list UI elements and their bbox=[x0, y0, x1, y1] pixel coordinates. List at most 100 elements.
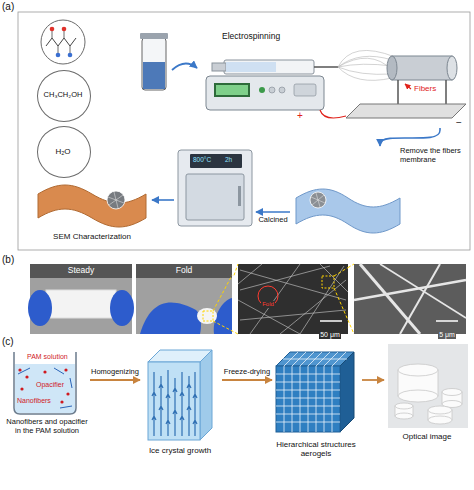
edge-label: Homogenizing bbox=[91, 368, 139, 377]
fold-photo bbox=[136, 264, 238, 334]
fiber-membrane-sheet bbox=[311, 193, 325, 207]
molecule-circle: CH₃CH₂OH bbox=[37, 70, 91, 122]
photo-panel: Steady bbox=[30, 264, 134, 334]
fiber-membrane-sheet bbox=[310, 192, 326, 208]
furnace-body bbox=[178, 150, 252, 226]
panel-letter: (b) bbox=[2, 254, 14, 266]
fiber-jet bbox=[338, 50, 395, 67]
step-caption: Hierarchical structures aerogels bbox=[272, 440, 360, 458]
text-slot: Remove the fibers membrane bbox=[400, 147, 466, 164]
fiber-membrane: Remove the fibers membrane bbox=[290, 146, 468, 246]
step-caption: Nanofibers and opacifier in the PAM solu… bbox=[6, 418, 88, 435]
component-label: Opacifier bbox=[36, 381, 70, 389]
steady-photo bbox=[28, 264, 134, 334]
step-caption: Ice crystal growth bbox=[140, 446, 220, 455]
text-slot: Fold bbox=[256, 292, 280, 310]
syringe-pump bbox=[224, 60, 314, 74]
fiber-membrane-sheet bbox=[296, 189, 400, 233]
sem-image: 5 μm bbox=[354, 264, 466, 341]
aerogel-photo bbox=[398, 364, 438, 376]
formula-text: CH₃CH₂OH bbox=[37, 91, 89, 100]
aerogel-photo bbox=[388, 344, 468, 428]
furnace-body bbox=[178, 150, 252, 226]
furnace-time: 2h bbox=[225, 156, 240, 163]
ice-template-block bbox=[173, 378, 177, 436]
ice-template-block bbox=[152, 372, 156, 436]
text-slot: PAM solution bbox=[27, 353, 73, 361]
sem-micrograph bbox=[238, 264, 348, 334]
sem-annotation: Fold bbox=[261, 301, 275, 308]
polymer-circle bbox=[68, 53, 73, 58]
label-slot: (c) bbox=[2, 336, 14, 348]
fiber-jet bbox=[338, 67, 392, 80]
steady-photo bbox=[28, 290, 52, 326]
text-slot: 2h bbox=[225, 156, 240, 163]
sem-micrograph-zoom bbox=[436, 320, 458, 322]
process-arrow bbox=[90, 379, 140, 381]
text-slot: 50 μm bbox=[314, 323, 346, 341]
formula-text: H₂O bbox=[37, 147, 89, 156]
sem-micrograph-zoom bbox=[354, 264, 466, 334]
aerogel-photo bbox=[442, 389, 462, 396]
sem-micrograph bbox=[320, 264, 348, 292]
solution-vial bbox=[140, 33, 168, 90]
text-slot: Nanofibers bbox=[17, 397, 57, 405]
process-arrow bbox=[256, 211, 290, 213]
drum-collector bbox=[387, 56, 397, 80]
sem-micrograph bbox=[238, 264, 348, 334]
aerogel-honeycomb bbox=[284, 352, 346, 366]
syringe-pump bbox=[259, 87, 265, 93]
beaker bbox=[60, 406, 72, 408]
aerogel-honeycomb bbox=[276, 374, 340, 422]
text-slot: Ice crystal growth bbox=[140, 446, 220, 455]
beaker bbox=[54, 368, 64, 374]
aerogel-photo bbox=[395, 364, 462, 424]
aerogel-honeycomb bbox=[340, 352, 354, 432]
aerogel-honeycomb bbox=[276, 352, 354, 432]
beaker bbox=[14, 352, 76, 414]
text-slot: Fold bbox=[136, 266, 232, 276]
panel-letter: (c) bbox=[2, 336, 14, 348]
step-caption: SEM Characterization bbox=[34, 232, 150, 241]
zoom-line bbox=[348, 264, 354, 268]
polymer-circle bbox=[41, 20, 85, 64]
solution-vial bbox=[142, 38, 166, 90]
label-slot: + bbox=[297, 110, 303, 122]
power-wire bbox=[320, 110, 346, 118]
sem-micrograph bbox=[238, 264, 262, 284]
aerogel-block: Hierarchical structures aerogels bbox=[272, 344, 362, 470]
polymer-circle bbox=[56, 53, 61, 58]
text-slot: Electrospinning bbox=[222, 32, 312, 42]
polarity-sign: + bbox=[297, 110, 303, 122]
syringe-pump bbox=[314, 66, 338, 68]
beaker bbox=[64, 368, 67, 371]
sem-image: Fold 50 μm bbox=[238, 264, 348, 341]
calcined-membrane-sheet bbox=[108, 192, 124, 208]
syringe-pump bbox=[226, 62, 276, 72]
aerogel-photo bbox=[395, 403, 413, 409]
syringe-pump bbox=[279, 87, 285, 93]
solution-vial bbox=[143, 62, 165, 89]
syringe-pump bbox=[214, 83, 250, 97]
polymer-circle bbox=[46, 38, 76, 46]
syringe-pump bbox=[206, 60, 338, 110]
text-slot: SEM Characterization bbox=[34, 232, 150, 241]
beaker bbox=[25, 375, 28, 378]
molecule-circle: H₂O bbox=[37, 126, 91, 178]
aerogel-photo bbox=[398, 390, 438, 402]
solution-vial bbox=[140, 33, 168, 39]
fiber-jet bbox=[338, 58, 392, 70]
component-label: PAM solution bbox=[27, 353, 73, 361]
sem-micrograph bbox=[300, 266, 344, 334]
scale-bar-label: 50 μm bbox=[319, 331, 341, 339]
scale-bar-label: 5 μm bbox=[438, 331, 456, 339]
text-slot: Steady bbox=[30, 266, 132, 276]
fiber-jet bbox=[338, 50, 395, 80]
edge-label-slot: Freeze-drying bbox=[224, 368, 270, 377]
furnace: 800°C2h bbox=[174, 146, 256, 230]
sem-micrograph-zoom bbox=[354, 264, 466, 334]
callout-label: Fibers bbox=[414, 84, 436, 93]
drum-collector bbox=[346, 104, 466, 118]
polarity-sign: − bbox=[456, 117, 462, 129]
